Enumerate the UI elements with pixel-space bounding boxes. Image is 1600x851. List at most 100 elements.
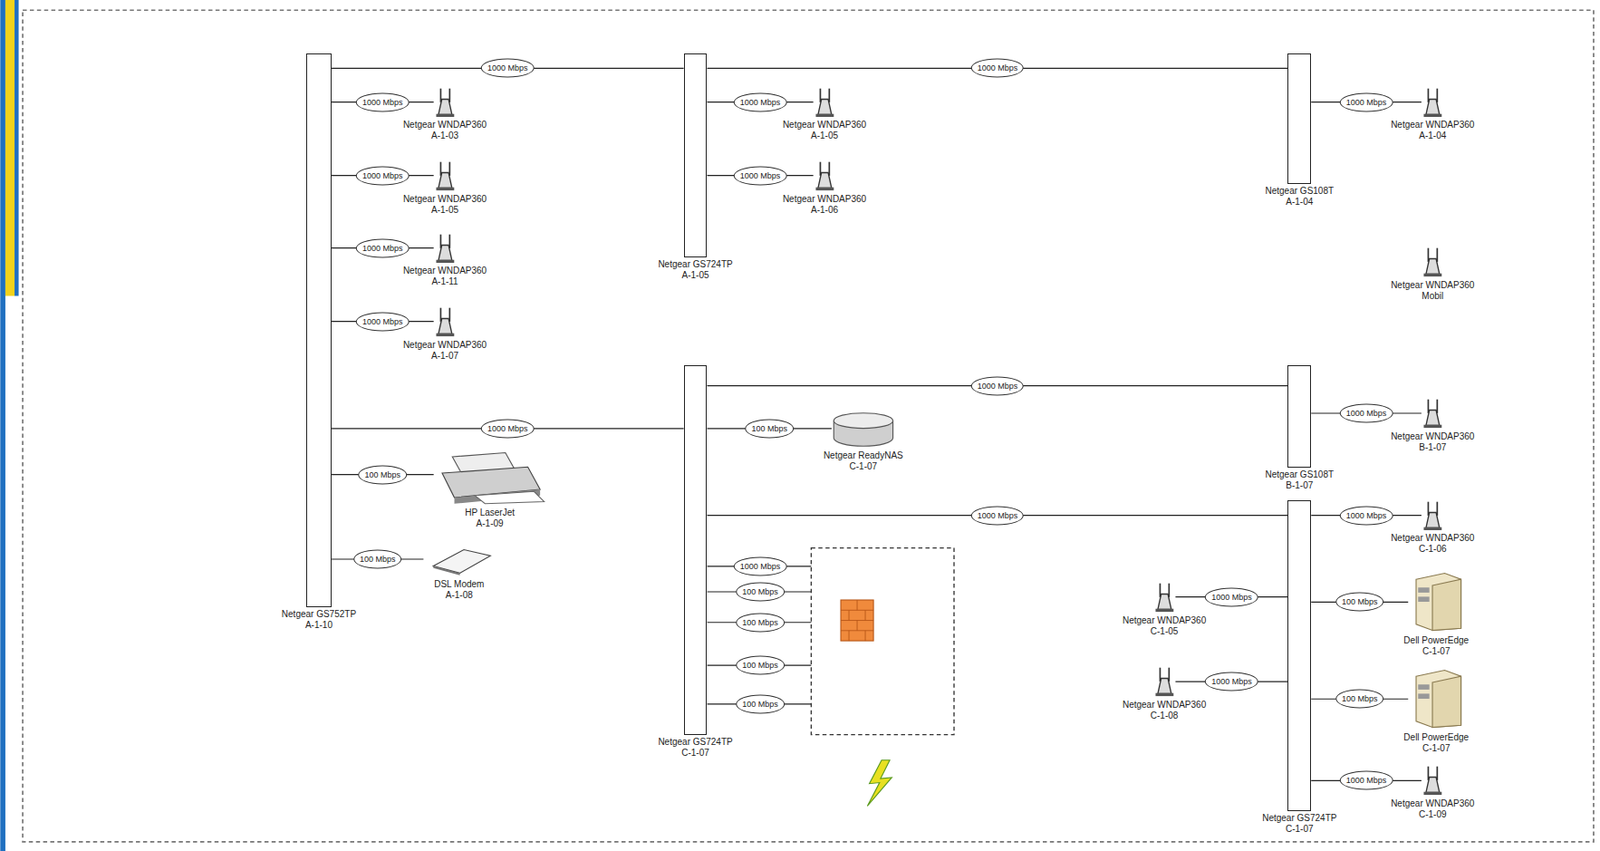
ap-device: Netgear WNDAP360A-1-11	[433, 232, 457, 264]
ap-icon	[1421, 500, 1445, 531]
device-caption: Dell PowerEdgeC-1-07	[1403, 732, 1469, 754]
switch-bar: Netgear GS724TPC-1-07	[684, 365, 708, 735]
speed-label: 1000 Mbps	[1339, 771, 1394, 791]
location-code: A-1-04	[1390, 130, 1475, 142]
disk-icon	[831, 411, 896, 449]
device-name: Netgear ReadyNAS	[823, 450, 904, 462]
device-name: Netgear GS724TP	[657, 259, 733, 270]
location-code: C-1-07	[1403, 645, 1469, 657]
speed-label: 1000 Mbps	[971, 58, 1025, 78]
ap-icon	[1421, 86, 1445, 118]
location-code: A-1-10	[281, 619, 357, 631]
speed-label: 100 Mbps	[1335, 689, 1385, 709]
side-stripe	[0, 0, 6, 851]
server-device: Dell PowerEdgeC-1-07	[1407, 568, 1465, 633]
device-caption: Netgear GS724TPC-1-07	[1262, 812, 1337, 835]
speed-label: 1000 Mbps	[1204, 672, 1259, 692]
device-caption: Netgear WNDAP360A-1-04	[1390, 119, 1475, 142]
speed-label: 1000 Mbps	[481, 418, 535, 438]
speed-label: 1000 Mbps	[1339, 403, 1394, 423]
switch-bar: Netgear GS724TPC-1-07	[1287, 500, 1311, 811]
location-code: A-1-03	[403, 130, 487, 142]
printer-device: HP LaserJetA-1-09	[433, 448, 547, 505]
frame	[22, 9, 1594, 842]
device-name: Netgear WNDAP360	[1390, 798, 1475, 810]
speed-label: 1000 Mbps	[733, 556, 788, 576]
location-code: A-1-09	[464, 518, 515, 530]
location-code: A-1-11	[403, 276, 487, 288]
device-name: Netgear GS724TP	[657, 736, 733, 748]
speed-label: 1000 Mbps	[481, 58, 535, 78]
device-caption: Dell PowerEdgeC-1-07	[1403, 635, 1469, 657]
ap-device: Netgear WNDAP360A-1-05	[813, 86, 837, 118]
device-name: Netgear WNDAP360	[782, 193, 867, 205]
ap-icon	[813, 160, 837, 192]
device-caption: Netgear WNDAP360C-1-06	[1390, 532, 1475, 555]
server-device: Dell PowerEdgeC-1-07	[1407, 665, 1465, 730]
device-caption: Netgear WNDAP360C-1-05	[1122, 615, 1206, 637]
device-caption: Netgear GS724TPC-1-07	[657, 736, 733, 759]
device-caption: Netgear GS752TPA-1-10	[281, 608, 357, 631]
location-code: C-1-07	[657, 747, 733, 759]
location-code: A-1-04	[1264, 196, 1334, 208]
speed-label: 1000 Mbps	[971, 375, 1025, 396]
printer-icon	[433, 448, 547, 505]
device-name: Netgear WNDAP360	[403, 193, 487, 205]
server-icon	[1407, 568, 1465, 633]
device-caption: Netgear WNDAP360C-1-09	[1390, 798, 1475, 820]
device-name: Netgear WNDAP360	[1390, 431, 1475, 443]
speed-label: 100 Mbps	[735, 582, 785, 602]
device-name: Netgear GS752TP	[281, 608, 357, 620]
location-code: A-1-06	[782, 204, 867, 216]
device-caption: Netgear GS724TPA-1-05	[657, 259, 733, 281]
ap-device: Netgear WNDAP360B-1-07	[1421, 397, 1445, 429]
location-code: C-1-07	[823, 461, 904, 473]
device-name: DSL Modem	[433, 578, 484, 590]
ap-device: Netgear WNDAP360C-1-09	[1421, 764, 1445, 796]
speed-label: 1000 Mbps	[356, 92, 410, 112]
location-code: B-1-07	[1264, 480, 1334, 492]
location-code: C-1-07	[1403, 742, 1469, 754]
device-caption: Netgear WNDAP360A-1-06	[782, 193, 867, 216]
device-name: Netgear WNDAP360	[403, 265, 487, 277]
ap-device: Netgear WNDAP360A-1-05	[433, 160, 457, 192]
speed-label: 100 Mbps	[744, 418, 794, 438]
device-name: Netgear WNDAP360	[1390, 119, 1475, 131]
device-name: Netgear GS724TP	[1262, 812, 1337, 824]
switch-bar: Netgear GS752TPA-1-10	[306, 53, 332, 608]
ap-device: Netgear WNDAP360A-1-04	[1421, 86, 1445, 118]
device-name: Netgear GS108T	[1264, 185, 1334, 197]
device-caption: Netgear GS108TB-1-07	[1264, 469, 1334, 492]
location-code: C-1-07	[1262, 823, 1337, 835]
speed-label: 100 Mbps	[735, 655, 785, 675]
device-caption: Netgear WNDAP360C-1-08	[1122, 699, 1206, 722]
speed-label: 1000 Mbps	[356, 311, 410, 331]
ap-icon	[1421, 764, 1445, 796]
device-name: Netgear WNDAP360	[403, 339, 487, 351]
speed-label: 100 Mbps	[358, 464, 408, 484]
wan-lightning	[867, 760, 892, 807]
ap-device: Netgear WNDAP360A-1-06	[813, 160, 837, 192]
device-name: Netgear WNDAP360	[1122, 699, 1206, 711]
location-code: C-1-06	[1390, 543, 1475, 555]
ap-icon	[433, 86, 457, 118]
ap-icon	[1153, 665, 1176, 697]
location-code: Mobil	[1390, 290, 1475, 302]
speed-label: 1000 Mbps	[1204, 587, 1259, 607]
device-caption: Netgear WNDAP360A-1-07	[403, 339, 487, 362]
device-caption: DSL ModemA-1-08	[433, 578, 484, 601]
location-code: A-1-05	[657, 269, 733, 281]
speed-label: 1000 Mbps	[733, 165, 788, 185]
side-stripe	[5, 0, 15, 297]
switch-bar: Netgear GS108TB-1-07	[1287, 365, 1311, 468]
speed-label: 100 Mbps	[1335, 592, 1385, 612]
device-name: Netgear WNDAP360	[782, 119, 867, 131]
device-caption: Netgear WNDAP360A-1-11	[403, 265, 487, 288]
location-code: B-1-07	[1390, 442, 1475, 454]
speed-label: 100 Mbps	[353, 549, 403, 569]
location-code: A-1-08	[433, 589, 484, 601]
device-caption: Netgear ReadyNASC-1-07	[823, 450, 904, 473]
location-code: C-1-05	[1122, 626, 1206, 637]
ap-icon	[1421, 246, 1445, 278]
